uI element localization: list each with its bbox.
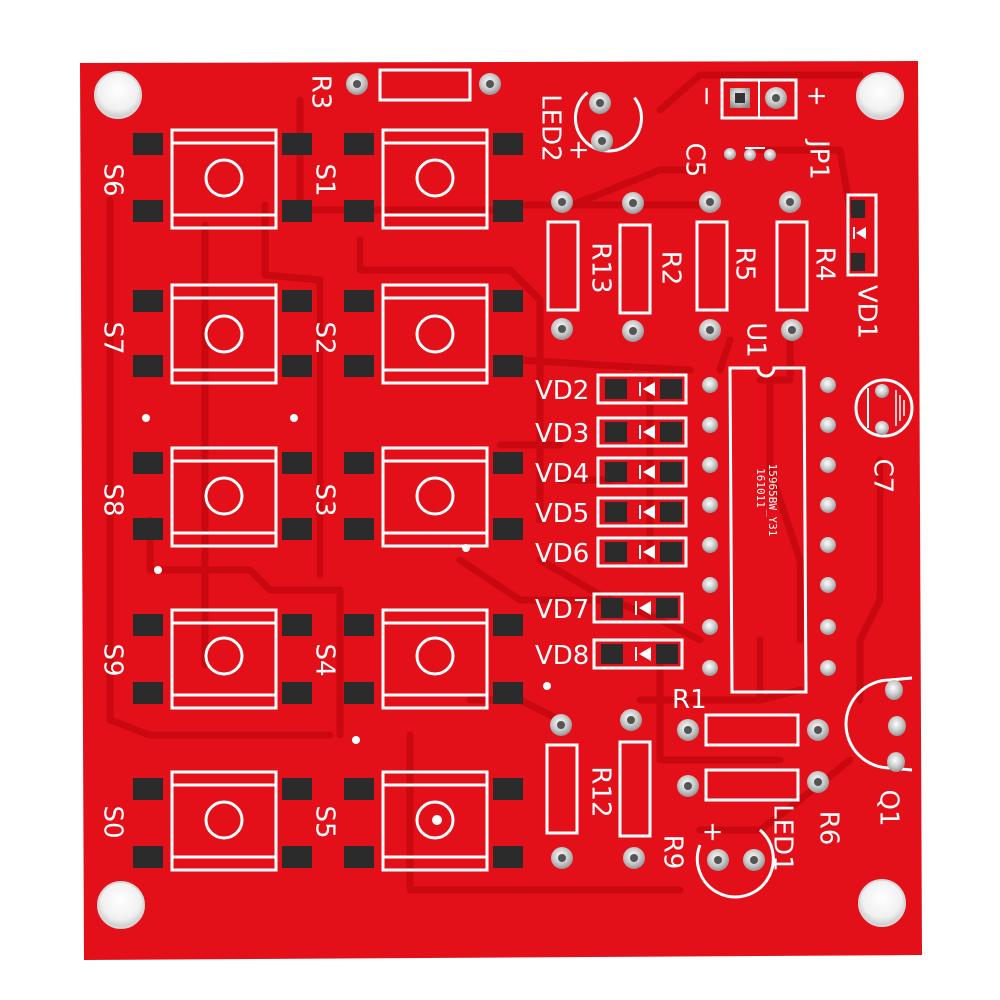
switch-s0-footprint xyxy=(133,770,312,872)
resistor-r12-footprint xyxy=(545,714,579,869)
jp1-header-footprint xyxy=(720,78,798,120)
label-led2: LED2 xyxy=(536,94,566,161)
vd4-footprint xyxy=(596,456,688,488)
label-led1: LED1 xyxy=(768,804,798,871)
u1-chip-text-line2: 161011 xyxy=(754,468,767,508)
switch-s3-footprint xyxy=(344,446,523,548)
switch-s8-footprint xyxy=(133,446,312,548)
resistor-r3-footprint xyxy=(346,68,501,102)
switch-s2-footprint xyxy=(344,283,523,385)
vd7-footprint xyxy=(592,592,684,624)
label-r9: R9 xyxy=(658,835,688,870)
mounting-hole-top-left xyxy=(94,71,142,119)
switch-s7-footprint xyxy=(133,283,312,385)
mounting-hole-bottom-left xyxy=(97,881,145,929)
label-s8: S8 xyxy=(98,483,128,516)
mounting-hole-top-right xyxy=(856,72,904,120)
label-vd6: VD6 xyxy=(535,539,589,569)
c7-footprint xyxy=(854,378,914,438)
label-r1: R1 xyxy=(672,685,707,715)
resistor-r6-footprint xyxy=(677,768,829,802)
label-s6: S6 xyxy=(98,163,128,196)
switch-s1-footprint xyxy=(344,128,523,230)
vd1-footprint xyxy=(846,193,878,277)
label-vd7: VD7 xyxy=(535,595,589,625)
label-s1: S1 xyxy=(310,163,340,196)
vd3-footprint xyxy=(596,416,688,448)
label-s0: S0 xyxy=(98,805,128,838)
label-jp1: JP1 xyxy=(804,138,834,180)
switch-footprints xyxy=(133,128,523,872)
label-led2-plus: + xyxy=(564,139,594,161)
switch-s5-footprint xyxy=(344,770,523,872)
switch-s6-footprint xyxy=(133,128,312,230)
label-q1: Q1 xyxy=(874,789,904,826)
u1-ic-footprint xyxy=(702,366,836,694)
label-vd1: VD1 xyxy=(852,285,882,339)
label-r3: R3 xyxy=(306,75,336,110)
label-c5: C5 xyxy=(680,143,710,178)
label-plus: + xyxy=(802,85,832,107)
u1-chip-text-line1: 15965BW_Y31 xyxy=(766,464,779,537)
q1-footprint xyxy=(844,676,913,772)
diode-array xyxy=(592,373,688,670)
label-r12: R12 xyxy=(586,766,616,817)
mounting-holes xyxy=(94,71,906,929)
label-vd5: VD5 xyxy=(535,499,589,529)
switch-s4-footprint xyxy=(344,608,523,710)
led1-footprint xyxy=(695,828,775,899)
label-vd2: VD2 xyxy=(535,376,589,406)
label-led1-plus: + xyxy=(698,821,728,843)
resistor-r13-footprint xyxy=(546,191,580,340)
label-r6: R6 xyxy=(814,811,844,846)
label-s9: S9 xyxy=(98,643,128,676)
label-r2: R2 xyxy=(656,251,686,286)
resistor-r5-footprint xyxy=(695,191,729,341)
label-s4: S4 xyxy=(310,643,340,676)
label-s5: S5 xyxy=(310,805,340,838)
resistor-r2-footprint xyxy=(618,192,652,342)
resistor-r9-footprint xyxy=(618,709,652,869)
label-u1: U1 xyxy=(741,322,771,358)
label-r4: R4 xyxy=(810,247,840,282)
label-vd4: VD4 xyxy=(535,459,589,489)
label-r5: R5 xyxy=(730,247,760,282)
vd8-footprint xyxy=(592,638,684,670)
vd2-footprint xyxy=(596,373,688,405)
label-r13: R13 xyxy=(586,242,616,293)
label-vd8: VD8 xyxy=(535,641,589,671)
led2-footprint xyxy=(573,91,643,153)
resistor-r4-footprint xyxy=(775,191,809,341)
c5-footprint xyxy=(724,147,776,161)
label-s3: S3 xyxy=(310,483,340,516)
label-c7: C7 xyxy=(868,459,898,494)
resistor-r1-footprint xyxy=(677,713,829,747)
label-vd3: VD3 xyxy=(535,419,589,449)
vd5-footprint xyxy=(596,496,688,528)
label-s2: S2 xyxy=(310,321,340,354)
switch-s9-footprint xyxy=(133,608,312,710)
mounting-hole-bottom-right xyxy=(858,879,906,927)
label-s7: S7 xyxy=(98,321,128,354)
vd6-footprint xyxy=(596,536,688,568)
label-minus: − xyxy=(692,85,722,107)
